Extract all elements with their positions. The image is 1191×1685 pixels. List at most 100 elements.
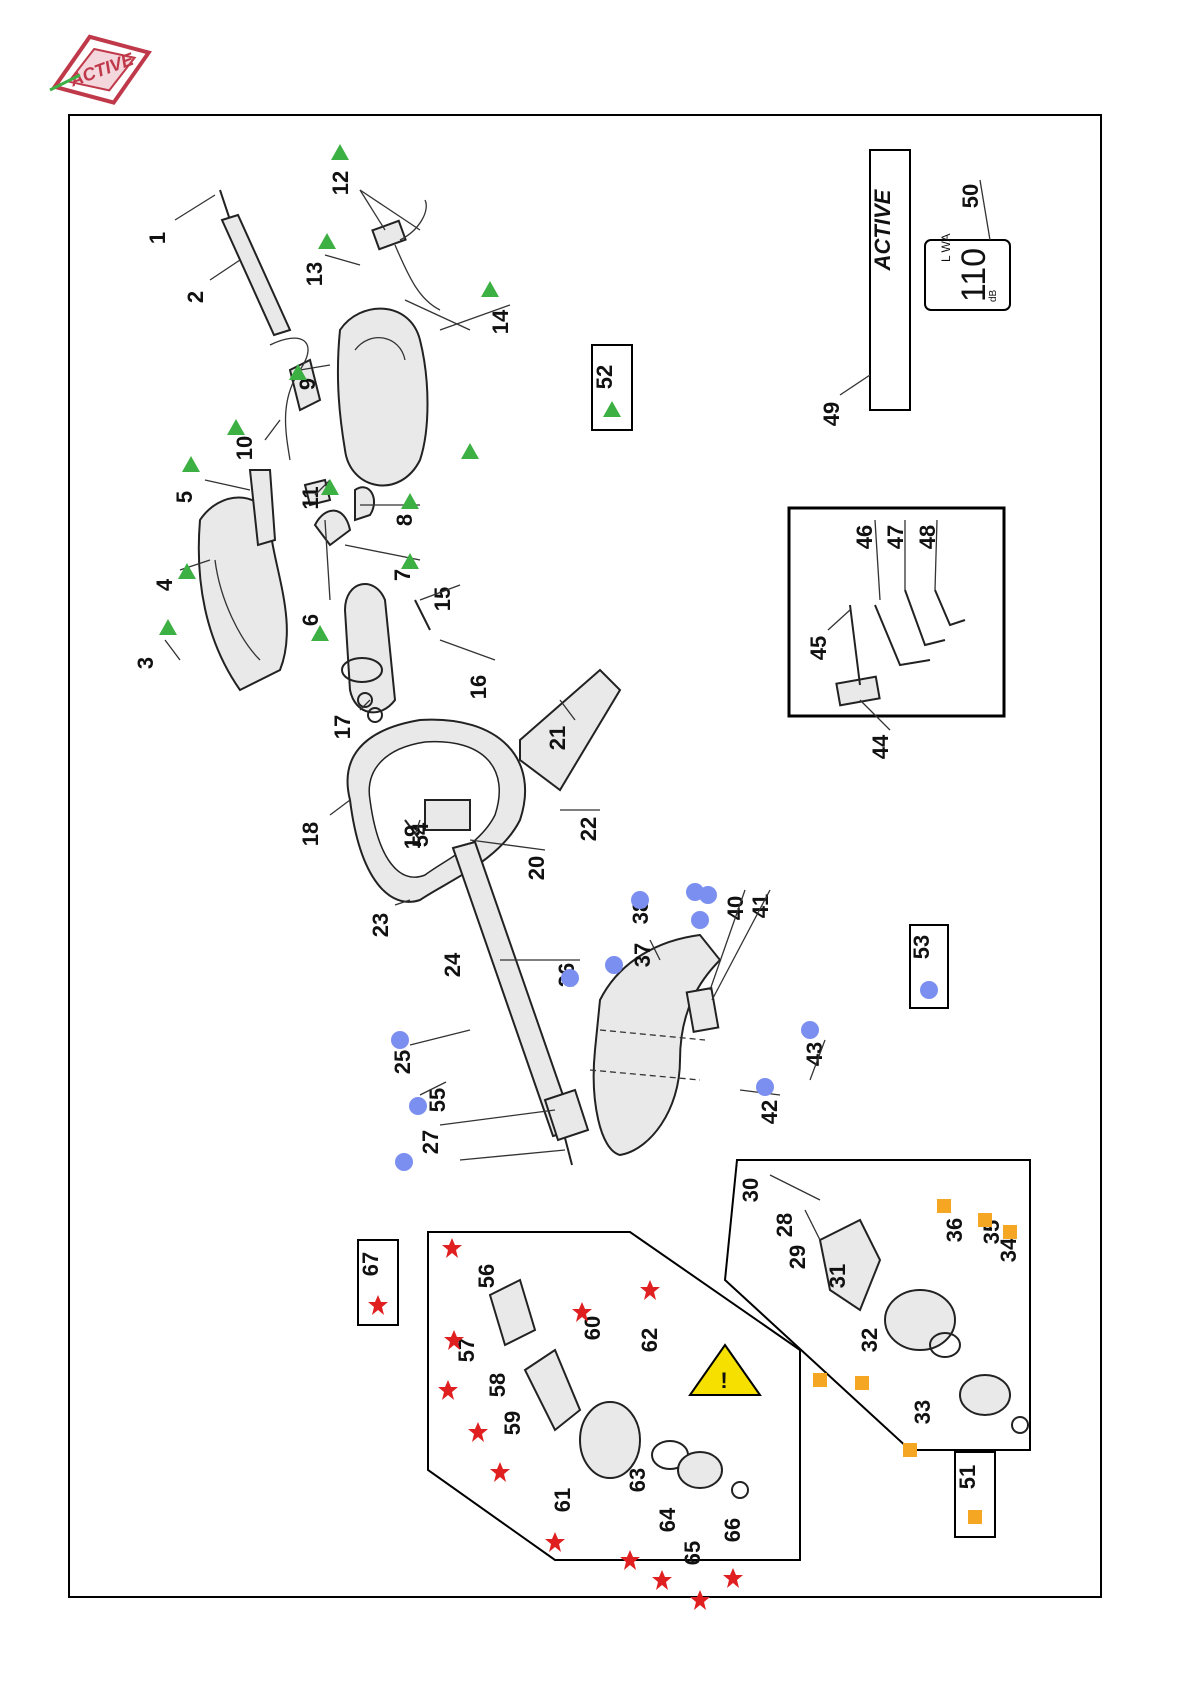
tri-marker — [401, 493, 419, 509]
part-label-33: 33 — [910, 1400, 935, 1424]
svg-text:ACTIVE: ACTIVE — [870, 188, 895, 271]
tri-marker — [461, 443, 479, 459]
part-label-59: 59 — [500, 1411, 525, 1435]
part-label-65: 65 — [680, 1541, 705, 1565]
part-label-16: 16 — [466, 675, 491, 699]
svg-text:51: 51 — [955, 1465, 980, 1489]
leader-line — [330, 800, 350, 815]
tri-marker — [331, 144, 349, 160]
part-label-23: 23 — [368, 913, 393, 937]
part-label-21: 21 — [545, 726, 570, 750]
cir-marker — [391, 1031, 409, 1049]
part-label-36: 36 — [942, 1218, 967, 1242]
svg-text:67: 67 — [358, 1252, 383, 1276]
part-label-25: 25 — [390, 1050, 415, 1074]
part-label-56: 56 — [474, 1264, 499, 1288]
part-label-22: 22 — [576, 817, 601, 841]
star-marker — [690, 1590, 710, 1610]
part-label-10: 10 — [232, 436, 257, 460]
cir-marker — [395, 1153, 413, 1171]
tri-marker — [182, 456, 200, 472]
part-label-47: 47 — [883, 525, 908, 549]
sq-marker — [978, 1213, 992, 1227]
cir-marker — [409, 1097, 427, 1115]
tri-marker — [311, 625, 329, 641]
part-label-5: 5 — [172, 491, 197, 503]
cir-marker — [801, 1021, 819, 1039]
part-label-31: 31 — [825, 1264, 850, 1288]
part-label-14: 14 — [488, 309, 513, 334]
part-label-49: 49 — [819, 402, 844, 426]
upper-shaft — [220, 190, 290, 335]
leader-line — [210, 260, 240, 280]
part-label-18: 18 — [298, 822, 323, 846]
handle-clamp — [342, 584, 430, 722]
cir-marker — [605, 956, 623, 974]
leader-line — [325, 255, 360, 265]
svg-text:52: 52 — [592, 365, 617, 389]
part-label-46: 46 — [852, 525, 877, 549]
leader-line — [980, 180, 990, 240]
part-label-62: 62 — [637, 1328, 662, 1352]
group-key-53: 53 — [909, 925, 948, 1008]
part-label-8: 8 — [392, 514, 417, 526]
part-label-13: 13 — [302, 262, 327, 286]
cir-marker — [691, 911, 709, 929]
leader-line — [265, 420, 280, 440]
part-label-20: 20 — [524, 856, 549, 880]
decals: ACTIVE 110 L WA dB — [870, 150, 1010, 410]
sq-marker — [903, 1443, 917, 1457]
part-label-54: 54 — [408, 822, 433, 847]
cir-marker — [631, 891, 649, 909]
part-label-64: 64 — [655, 1507, 680, 1532]
part-label-1: 1 — [145, 232, 170, 244]
lower-shaft — [453, 842, 588, 1165]
part-label-37: 37 — [630, 943, 655, 967]
star-marker — [723, 1568, 743, 1588]
leader-line — [440, 1110, 555, 1125]
part-label-30: 30 — [738, 1178, 763, 1202]
tri-marker — [227, 419, 245, 435]
part-label-15: 15 — [430, 587, 455, 611]
part-label-24: 24 — [440, 952, 465, 977]
star-marker — [652, 1570, 672, 1590]
part-label-50: 50 — [958, 184, 983, 208]
part-label-66: 66 — [720, 1518, 745, 1542]
leader-line — [175, 195, 215, 220]
part-label-41: 41 — [748, 894, 773, 918]
cir-marker — [699, 886, 717, 904]
group-key-52: 52 — [592, 345, 632, 430]
group-key-51: 51 — [955, 1452, 995, 1537]
part-label-60: 60 — [580, 1316, 605, 1340]
part-label-29: 29 — [785, 1245, 810, 1269]
handle-right-half — [338, 309, 428, 486]
part-label-61: 61 — [550, 1488, 575, 1512]
part-label-32: 32 — [857, 1328, 882, 1352]
leader-line — [840, 375, 870, 395]
part-label-58: 58 — [485, 1373, 510, 1397]
part-label-2: 2 — [183, 291, 208, 303]
svg-text:53: 53 — [909, 935, 934, 959]
group-key-67: 67 — [358, 1240, 398, 1325]
sq-marker — [813, 1373, 827, 1387]
sq-marker — [937, 1199, 951, 1213]
tri-marker — [401, 553, 419, 569]
sq-marker — [855, 1376, 869, 1390]
part-label-3: 3 — [133, 657, 158, 669]
svg-text:!: ! — [720, 1368, 727, 1393]
leader-line — [205, 480, 250, 490]
tri-marker — [481, 281, 499, 297]
part-label-4: 4 — [152, 578, 177, 591]
leader-line — [410, 1030, 470, 1045]
leader-line — [360, 190, 385, 230]
part-label-17: 17 — [330, 715, 355, 739]
part-label-42: 42 — [757, 1100, 782, 1124]
cir-marker — [561, 969, 579, 987]
svg-text:dB: dB — [988, 289, 999, 302]
tri-marker — [318, 233, 336, 249]
part-label-45: 45 — [806, 636, 831, 660]
leader-line — [165, 640, 180, 660]
sq-marker — [1003, 1225, 1017, 1239]
svg-text:L WA: L WA — [939, 234, 953, 262]
